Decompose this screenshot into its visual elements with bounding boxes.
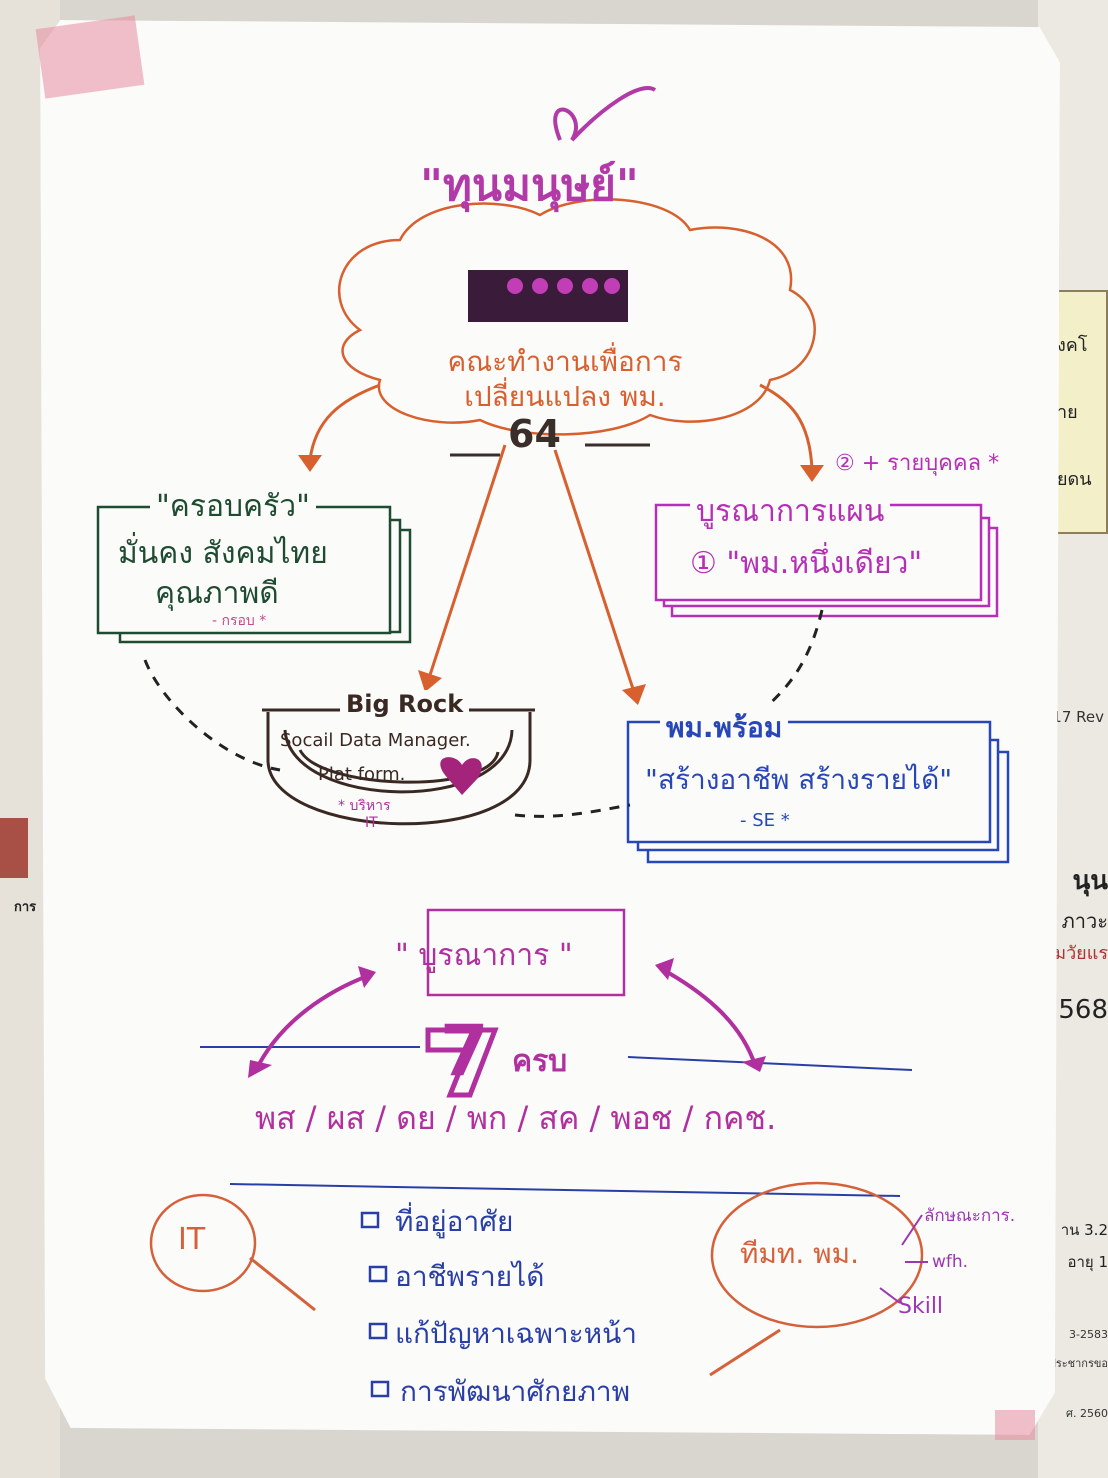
hr-note: wfh. [932,1252,969,1272]
hr-note: ลักษณะการ. [924,1206,1016,1226]
dashed-connector-right [749,609,824,722]
arrow-integration [759,383,814,471]
heart-sketch-icon [553,86,657,142]
right-bg-text: มวัยแร [1054,943,1108,964]
double-arrow-it [249,1256,316,1312]
family-line-2: มั่นคง สังคมไทย [118,536,328,571]
right-poster-line: าย [1057,402,1078,423]
bigrock-line-2: Plat form. [318,764,406,785]
bigrock-bowl [262,708,535,826]
family-note: - กรอบ * [212,613,267,629]
bigrock-title: Big Rock [340,690,470,718]
right-bg-text: อายุ 1 [1067,1253,1108,1271]
team-number: 64 [508,412,561,456]
checklist-item: แก้ปัญหาเฉพาะหน้า [395,1317,637,1350]
arrow-pm [553,449,637,696]
integration-title: บูรณาการแผน [690,488,891,535]
heart-icon [440,757,482,795]
bigrock-line-1: Socail Data Manager. [280,730,471,751]
arrow-head [418,670,442,692]
dashed-connector-bottom [514,803,631,818]
arrow-head [742,1056,766,1072]
right-bg-text: 3-2583 [1069,1328,1108,1341]
bigrock-note-1: * บริหาร [338,798,391,814]
integrate-box [426,908,626,997]
seven-label: ครบ [512,1044,568,1079]
arrow-head [655,958,674,980]
right-bg-text: นุน [1072,866,1108,896]
left-red-block [0,818,28,878]
right-poster-line: งคโ [1057,335,1088,356]
team-cloud [337,198,816,436]
right-bg-text: าน 3.2 [1060,1221,1108,1239]
dashed-connector-left [143,659,281,772]
arrow-family [308,383,381,461]
title: "ทุนมนุษย์" [420,160,639,211]
pm-box [626,720,1010,864]
right-bg-text: 17 Rev [1052,708,1104,726]
family-box [96,505,412,644]
team-line-1: คณะทำงานเพื่อการ [447,345,683,378]
arrow-bigrock [428,444,507,676]
double-arrow-hr [709,1328,781,1377]
line-right [627,1056,913,1071]
it-label: IT [178,1222,206,1257]
people-group-icon [468,270,628,322]
pm-note: - SE * [740,810,790,831]
hr-circle [710,1181,924,1329]
hr-label: ทีมท. พม. [740,1237,859,1270]
double-arrow-right [659,966,757,1066]
integration-subtitle: ① "พม.หนึ่งเดียว" [690,546,923,581]
double-arrow-left [253,973,371,1073]
arrow-head [622,684,646,705]
arrow-head [298,455,322,472]
pm-title: พม.พร้อม [660,706,789,750]
pm-subtitle: "สร้างอาชีพ สร้างรายได้" [645,763,953,796]
checklist-item: ที่อยู่อาศัย [395,1205,514,1238]
family-label: "ครอบครัว" [150,483,316,530]
team-line-2: เปลี่ยนแปลง พม. [464,380,666,413]
integration-note: ② + รายบุคคล * [835,451,1000,476]
bottom-divider [229,1183,901,1197]
seven-outline [425,1027,499,1098]
checklist-item: อาชีพรายได้ [395,1260,545,1293]
right-bg-text: ภาวะ [1061,909,1108,933]
tape-bottom-right [995,1410,1035,1440]
family-line-3: คุณภาพดี [155,576,279,611]
agency-list: พส / ผส / ดย / พก / สค / พอช / กคช. [255,1099,777,1137]
arrow-head [800,465,824,482]
right-bg-text: ศ. 2560 [1066,1407,1108,1420]
right-bg-text: ประชากรขอ [1048,1357,1108,1370]
checkbox-group [360,1211,390,1398]
arrow-head [358,966,376,988]
seven-number: 7 [440,1010,489,1092]
arrow-head [248,1060,272,1078]
left-bg-text: การ [14,900,37,915]
bigrock-note-2: IT [365,815,378,831]
it-circle [149,1193,257,1293]
hr-note: Skill [898,1294,944,1319]
integrate-label: " บูรณาการ " [395,938,573,973]
right-poster-line: ยดน [1057,469,1092,490]
checklist-item: การพัฒนาศักยภาพ [400,1375,631,1408]
